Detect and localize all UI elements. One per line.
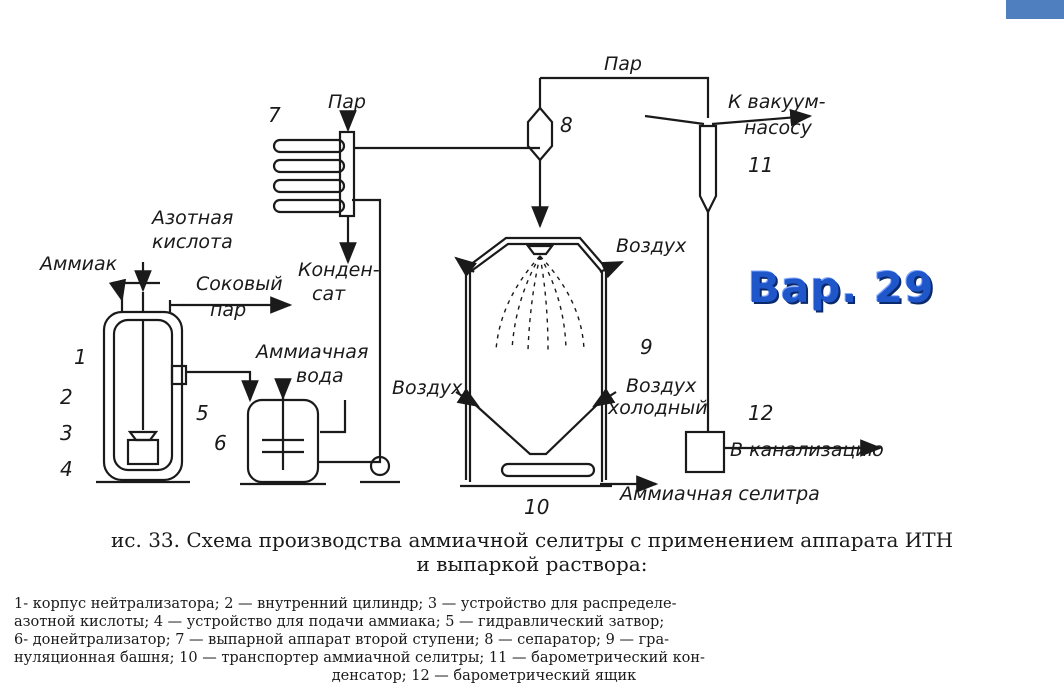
post-neutralizer — [240, 392, 326, 486]
figure-legend: 1- корпус нейтрализатора; 2 — внутренний… — [14, 595, 954, 685]
barometric-box — [684, 430, 726, 474]
spray-pattern — [495, 255, 585, 351]
number-2: 2 — [60, 385, 73, 409]
figure-caption: ис. 33. Схема производства аммиачной сел… — [0, 528, 1064, 576]
label-aqueous-2: вода — [296, 365, 344, 387]
label-product: Аммиачная селитра — [618, 483, 820, 505]
number-7: 7 — [268, 103, 281, 127]
label-steam-top: Пар — [604, 53, 642, 75]
label-air-top: Воздух — [616, 235, 687, 257]
number-10: 10 — [524, 495, 549, 519]
number-3: 3 — [60, 421, 73, 445]
number-4: 4 — [60, 457, 73, 481]
neutralizer-body — [96, 292, 190, 484]
corner-accent — [1006, 0, 1064, 19]
label-air-left: Воздух — [392, 377, 463, 399]
label-nitric-1: Азотная — [150, 207, 233, 229]
label-cond-1: Конден- — [298, 259, 380, 281]
legend-line-1: 1- корпус нейтрализатора; 2 — внутренний… — [14, 596, 677, 612]
number-6: 6 — [214, 431, 227, 455]
label-air-cold-2: холодный — [607, 397, 708, 419]
label-juice-2: пар — [210, 299, 246, 321]
label-steam-left: Пар — [328, 91, 366, 113]
legend-line-2: азотной кислоты; 4 — устройство для пода… — [14, 614, 665, 630]
label-nitric-2: кислота — [152, 231, 233, 253]
barometric-condenser — [698, 124, 718, 432]
number-12: 12 — [748, 401, 773, 425]
label-vacuum-2: насосу — [744, 117, 813, 139]
label-ammonia: Аммиак — [38, 253, 118, 275]
legend-line-4: нуляционная башня; 10 — транспортер амми… — [14, 650, 705, 666]
number-1: 1 — [74, 345, 87, 369]
process-diagram: Пар Пар К вакуум- насосу Азотная кислота… — [38, 53, 884, 519]
number-5: 5 — [196, 401, 209, 425]
number-9: 9 — [640, 335, 653, 359]
label-cond-2: сат — [312, 283, 346, 305]
caption-line-2: и выпаркой раствора: — [416, 552, 648, 576]
variant-badge: Вар. 29 — [748, 263, 935, 312]
number-11: 11 — [748, 153, 773, 177]
label-aqueous-1: Аммиачная — [254, 341, 368, 363]
label-sewer: В канализацию — [730, 439, 884, 461]
legend-line-3: 6- донейтрализатор; 7 — выпарной аппарат… — [14, 632, 670, 648]
caption-line-1: ис. 33. Схема производства аммиачной сел… — [110, 528, 954, 552]
evaporator — [272, 130, 356, 218]
label-juice-1: Соковый — [196, 273, 283, 295]
legend-line-5: денсатор; 12 — барометрический ящик — [331, 668, 637, 684]
number-8: 8 — [560, 113, 573, 137]
label-vacuum-1: К вакуум- — [728, 91, 826, 113]
label-air-cold-1: Воздух — [626, 375, 697, 397]
prilling-tower — [460, 236, 612, 488]
